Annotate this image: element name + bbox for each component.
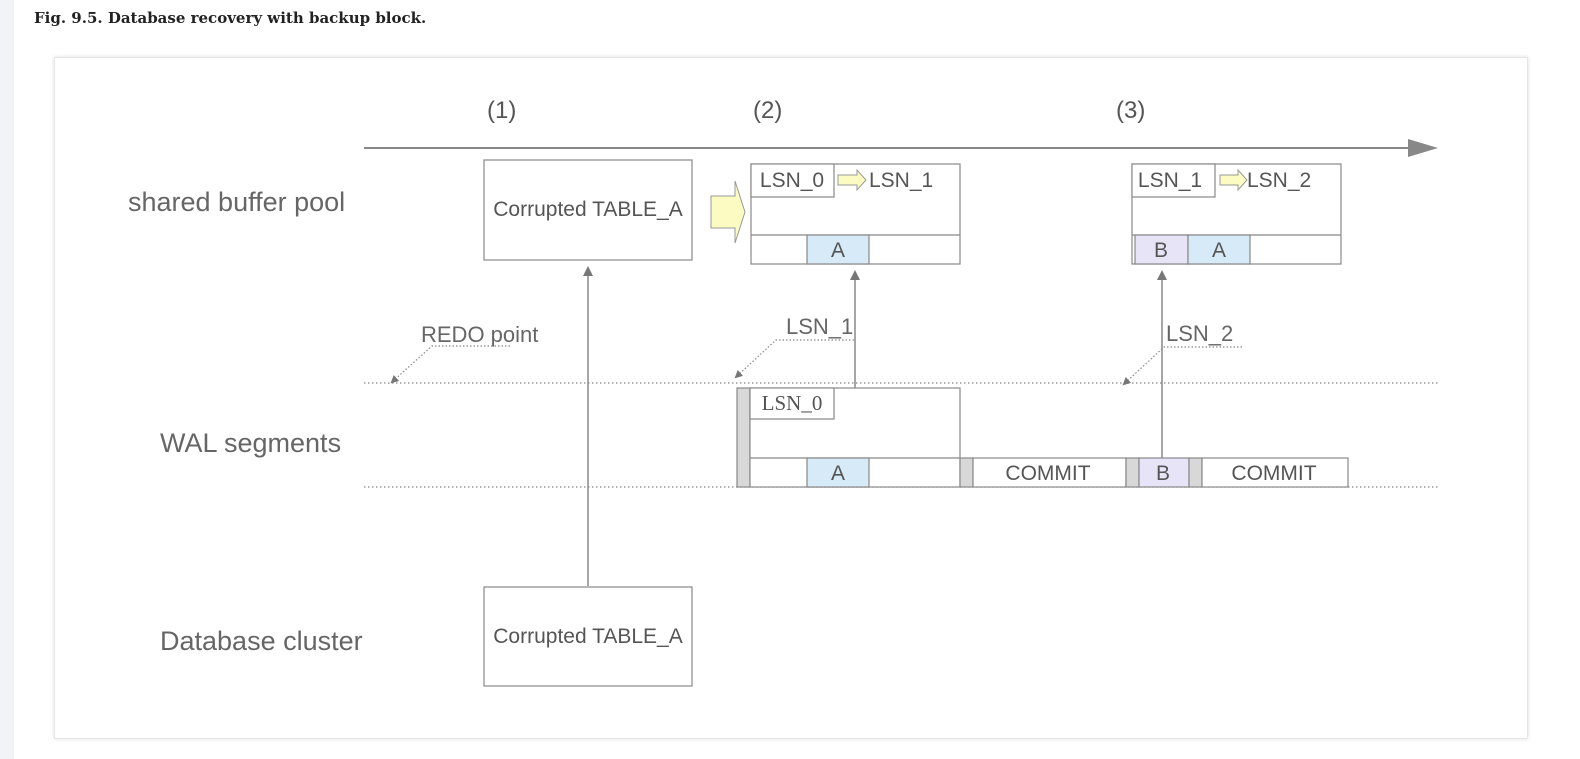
row-label-database-cluster: Database cluster — [160, 626, 363, 656]
page2-lsn-from: LSN_0 — [760, 169, 824, 192]
wal-commit-record-2: COMMIT — [1188, 457, 1349, 488]
lsn2-annotation: LSN_2 — [1122, 321, 1242, 386]
wal-record-b: B — [1125, 457, 1190, 488]
left-margin-strip — [0, 0, 14, 759]
redo-point-annotation: REDO point — [390, 322, 538, 384]
lsn1-annotation: LSN_1 — [734, 314, 854, 379]
page3-lsn-arrow-icon — [1219, 168, 1248, 192]
timeline-arrow — [364, 139, 1438, 157]
row-label-wal-segments: WAL segments — [160, 428, 341, 458]
lsn2-label: LSN_2 — [1166, 321, 1233, 346]
step-2-label: (2) — [753, 97, 782, 124]
buffer-corrupted-table-page: Corrupted TABLE_A — [483, 159, 693, 261]
page3-lsn-from: LSN_1 — [1138, 169, 1202, 192]
cluster-corrupted-table-label: Corrupted TABLE_A — [493, 625, 683, 648]
page2-lsn-to: LSN_1 — [869, 169, 933, 192]
page3-cell-b: B — [1154, 239, 1168, 262]
buffer-page-step-3: LSN_1 LSN_2 B A — [1131, 163, 1342, 265]
wal-backup-block-record: LSN_0 A — [736, 387, 961, 488]
backup-block-cell-a: A — [831, 462, 845, 485]
commit-2-label: COMMIT — [1231, 462, 1316, 485]
cluster-corrupted-table-file: Corrupted TABLE_A — [483, 586, 693, 687]
page2-cell-a: A — [831, 239, 845, 262]
page3-cell-a: A — [1212, 239, 1226, 262]
wal-commit-record-1: COMMIT — [959, 457, 1127, 488]
commit-1-label: COMMIT — [1005, 462, 1090, 485]
page2-lsn-arrow-icon — [837, 168, 867, 192]
backup-block-lsn: LSN_0 — [762, 391, 823, 415]
step-1-label: (1) — [487, 97, 516, 124]
lsn1-label: LSN_1 — [786, 314, 853, 339]
row-label-buffer-pool: shared buffer pool — [128, 187, 345, 217]
record-b-label: B — [1156, 462, 1170, 485]
buffer-page-step-2: LSN_0 LSN_1 A — [750, 163, 961, 265]
redo-point-label: REDO point — [421, 322, 538, 347]
buffer-corrupted-table-label: Corrupted TABLE_A — [493, 198, 683, 221]
figure-caption: Fig. 9.5. Database recovery with backup … — [34, 9, 427, 27]
step-3-label: (3) — [1116, 97, 1145, 124]
replace-block-arrow-icon — [710, 180, 746, 244]
page3-lsn-to: LSN_2 — [1247, 169, 1311, 192]
